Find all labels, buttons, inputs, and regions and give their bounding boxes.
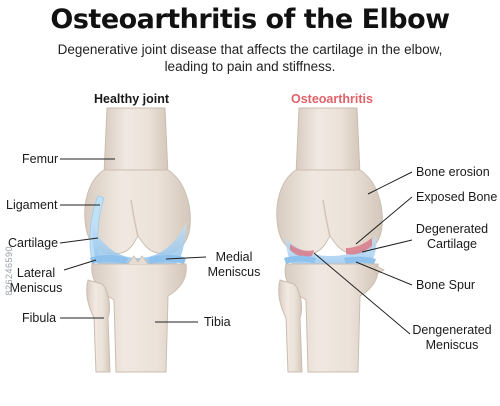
medial-meniscus-leader (165, 256, 207, 260)
label-lateral-meniscus: Lateral Meniscus (8, 266, 64, 296)
oa-damage-left (290, 244, 314, 257)
label-cartilage: Cartilage (8, 236, 59, 250)
healthy-femur-shaft (103, 107, 169, 176)
degenerated-meniscus-leader (313, 252, 411, 335)
exposed-bone-leader (355, 196, 413, 245)
label-lateral-meniscus-line-2: Meniscus (9, 281, 63, 295)
label-degenerated-meniscus-line-2: Meniscus (425, 338, 479, 352)
bone-erosion-leader (367, 171, 413, 195)
label-lateral-meniscus-line-1: Lateral (16, 266, 56, 280)
lateral-meniscus-leader (63, 259, 97, 271)
oa-damage-right (346, 238, 372, 255)
label-degenerated-cartilage-line-2: Cartilage (426, 237, 478, 251)
oa-leader-lines (313, 171, 413, 335)
subtitle-line-2: leading to pain and stiffness. (164, 59, 336, 74)
label-medial-meniscus-line-1: Medial (215, 250, 253, 264)
healthy-tibia-spine (127, 255, 149, 265)
label-femur: Femur (22, 152, 59, 166)
label-bone-erosion: Bone erosion (416, 165, 490, 179)
healthy-cartilage (92, 222, 186, 264)
label-ligament: Ligament (6, 198, 58, 212)
healthy-fibula (86, 279, 111, 373)
healthy-medial-meniscus (148, 255, 186, 264)
oa-knee (276, 107, 385, 373)
oa-lateral-meniscus (284, 255, 316, 264)
degenerated-cartilage-leader (361, 239, 413, 253)
healthy-tibia (91, 263, 187, 373)
label-fibula: Fibula (22, 311, 57, 325)
healthy-femur-condyles (84, 169, 191, 255)
label-tibia: Tibia (204, 315, 231, 329)
oa-femur-shaft (295, 107, 361, 176)
cartilage-leader (59, 237, 99, 244)
osteoarthritis-heading: Osteoarthritis (291, 92, 373, 106)
oa-condyle-groove (322, 199, 331, 237)
healthy-condyle-groove (130, 199, 139, 237)
healthy-lateral-meniscus (90, 255, 128, 264)
stock-id-watermark: 826246590 (4, 246, 14, 296)
label-medial-meniscus: Medial Meniscus (204, 250, 264, 280)
label-degenerated-cartilage: Degenerated Cartilage (410, 222, 494, 252)
bone-spur-leader (355, 261, 413, 286)
label-degenerated-meniscus: Dengenerated Meniscus (408, 323, 496, 353)
subtitle-line-1: Degenerative joint disease that affects … (57, 42, 443, 57)
page-subtitle: Degenerative joint disease that affects … (20, 41, 480, 75)
healthy-leader-lines (59, 158, 207, 323)
label-degenerated-meniscus-line-1: Dengenerated (412, 323, 492, 337)
oa-fibula (278, 279, 303, 373)
oa-medial-meniscus (344, 256, 376, 264)
label-medial-meniscus-line-2: Meniscus (207, 265, 261, 279)
oa-femur-condyles (276, 169, 383, 255)
label-degenerated-cartilage-line-1: Degenerated (415, 222, 489, 236)
label-exposed-bone: Exposed Bone (416, 190, 498, 204)
healthy-knee (84, 107, 191, 373)
oa-tibia (284, 263, 379, 373)
healthy-joint-heading: Healthy joint (94, 92, 170, 106)
label-bone-spur: Bone Spur (416, 278, 476, 292)
page-title: Osteoarthritis of the Elbow (50, 4, 450, 35)
